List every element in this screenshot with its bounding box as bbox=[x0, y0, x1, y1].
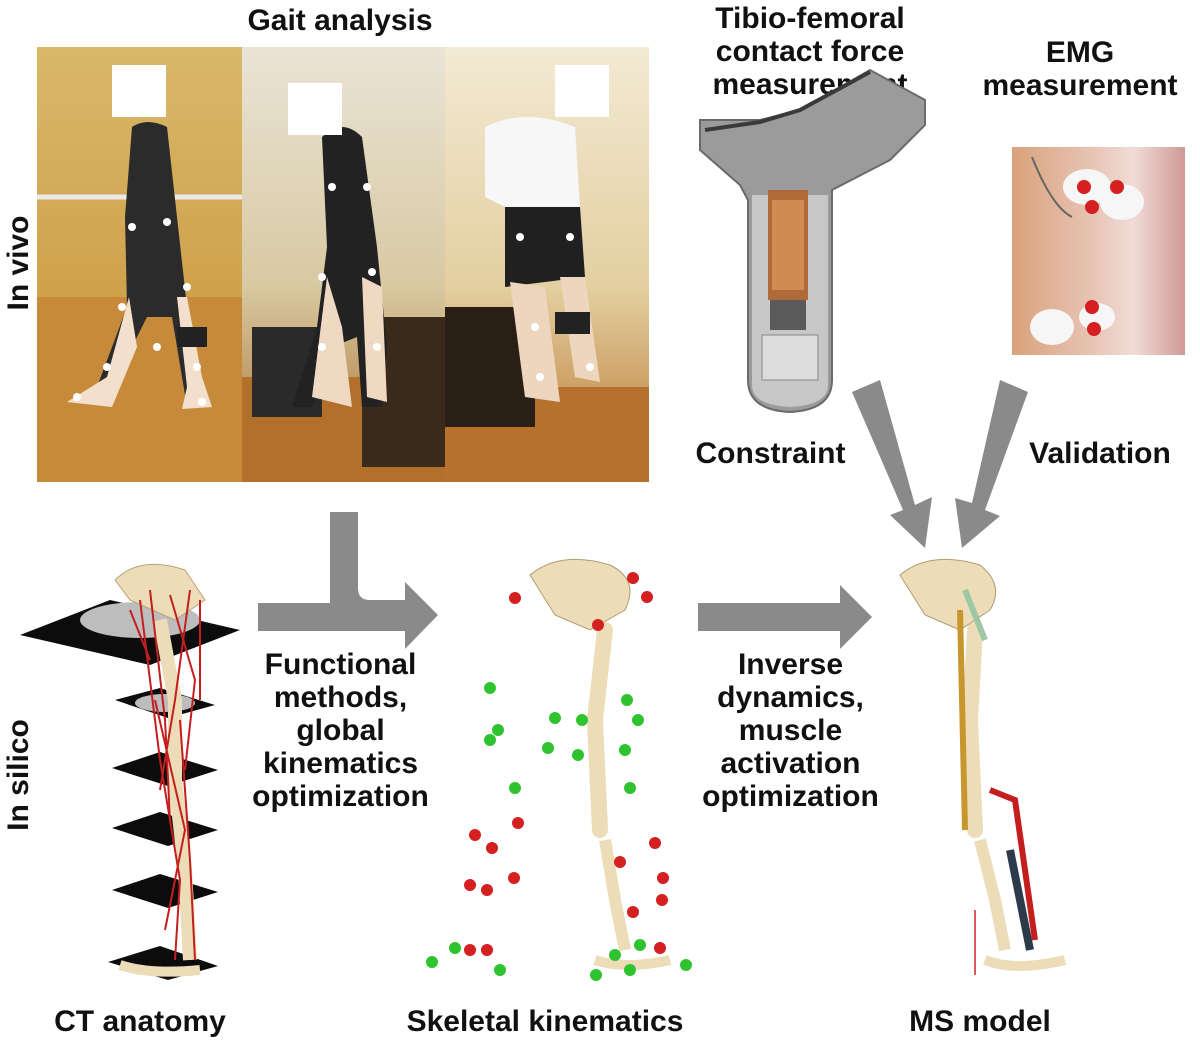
functional-line-5: optimization bbox=[252, 780, 429, 813]
red-markers bbox=[464, 572, 669, 956]
skeletal-kinematics-label: Skeletal kinematics bbox=[406, 1005, 684, 1038]
functional-line-4: kinematics bbox=[262, 747, 419, 780]
inverse-line-2: dynamics, bbox=[717, 681, 864, 714]
validation-label: Validation bbox=[1029, 437, 1171, 470]
inverse-line-3: muscle bbox=[738, 714, 843, 747]
walking-figure-1 bbox=[37, 122, 242, 482]
arrow-skeletal-to-ms bbox=[698, 585, 872, 649]
arrow-constraint bbox=[852, 380, 932, 548]
arrow-ct-to-skeletal bbox=[258, 585, 436, 649]
functional-line-2: methods, bbox=[273, 681, 408, 714]
emg-line-2: measurement bbox=[982, 69, 1178, 102]
skeletal-kinematics-illustration bbox=[529, 558, 672, 970]
stair-figure-2 bbox=[242, 127, 445, 482]
stair-figure-3 bbox=[445, 117, 649, 482]
emg-line-1: EMG bbox=[1045, 36, 1115, 69]
functional-line-3: global bbox=[296, 714, 385, 747]
ct-anatomy-illustration bbox=[20, 563, 240, 980]
emg-photo bbox=[1012, 147, 1185, 355]
face-mask-1 bbox=[112, 65, 166, 117]
functional-line-1: Functional bbox=[264, 648, 417, 681]
face-mask-2 bbox=[288, 83, 342, 135]
emg-title: EMG measurement bbox=[975, 36, 1185, 102]
arrows bbox=[258, 380, 1028, 649]
gait-photo-1 bbox=[37, 47, 242, 482]
inverse-line-4: activation bbox=[720, 747, 861, 780]
inverse-line-5: optimization bbox=[702, 780, 879, 813]
knee-implant-image bbox=[699, 68, 926, 414]
inverse-line-1: Inverse bbox=[737, 648, 844, 681]
emg-electrodes bbox=[1030, 156, 1144, 345]
constraint-label: Constraint bbox=[695, 437, 846, 470]
face-mask-3 bbox=[555, 65, 609, 117]
arrow-validation bbox=[955, 380, 1028, 548]
inverse-dynamics-label: Inverse dynamics, muscle activation opti… bbox=[688, 648, 893, 813]
gait-photo-2 bbox=[242, 47, 445, 482]
ct-anatomy-label: CT anatomy bbox=[54, 1005, 226, 1038]
ms-model-label: MS model bbox=[909, 1005, 1051, 1038]
gait-photo-3 bbox=[445, 47, 649, 482]
green-markers bbox=[426, 682, 692, 981]
contact-force-line-1: Tibio-femoral bbox=[715, 2, 905, 35]
gait-analysis-title: Gait analysis bbox=[247, 4, 433, 37]
ms-model-illustration bbox=[899, 558, 1067, 975]
functional-methods-label: Functional methods, global kinematics op… bbox=[238, 648, 443, 813]
contact-force-line-2: contact force bbox=[715, 35, 905, 68]
